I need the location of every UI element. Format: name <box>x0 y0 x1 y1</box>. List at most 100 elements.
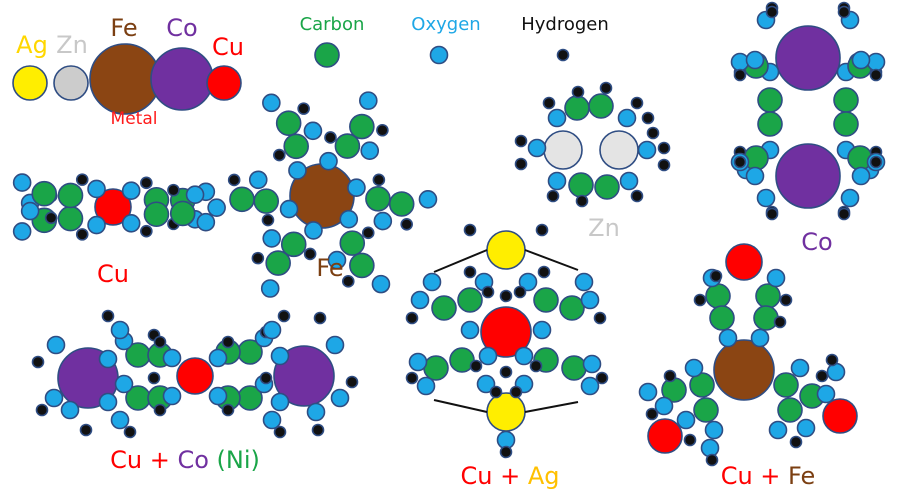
hydrogen-atom <box>463 265 477 279</box>
oxygen-atom <box>207 198 226 217</box>
carbon-atom <box>833 111 859 137</box>
carbon-atom <box>709 305 735 331</box>
hydrogen-atom <box>709 269 723 283</box>
hydrogen-atom <box>75 173 89 186</box>
legend-carbon-label: Carbon <box>300 14 365 35</box>
hydrogen-atom <box>167 183 180 197</box>
oxygen-atom <box>12 222 32 241</box>
hydrogen-atom <box>630 96 644 110</box>
carbon-atom <box>689 372 715 398</box>
oxygen-atom <box>360 141 380 161</box>
hydrogen-atom <box>556 48 570 62</box>
carbon-atom <box>753 305 779 331</box>
hydrogen-atom <box>765 5 779 19</box>
oxygen-atom <box>339 209 359 229</box>
carbon-atom <box>833 87 859 113</box>
hydrogen-atom <box>261 213 275 227</box>
carbon-atom <box>431 295 457 321</box>
oxygen-atom <box>580 376 600 396</box>
oxygen-atom <box>347 178 366 198</box>
carbon-atom <box>365 185 391 212</box>
oxygen-atom <box>796 418 816 438</box>
hydrogen-atom <box>509 385 523 399</box>
carbon-atom <box>143 201 170 228</box>
oxygen-atom <box>185 185 205 205</box>
carbon-atom <box>388 191 415 217</box>
hydrogen-atom <box>361 226 375 240</box>
legend-cu-label: Cu <box>212 33 244 61</box>
hydrogen-atom <box>705 453 719 467</box>
hydrogen-atom <box>499 365 513 379</box>
carbon-atom <box>561 355 587 381</box>
legend-co-label: Co <box>166 14 197 42</box>
carbon-atom <box>705 283 731 309</box>
co-atom <box>775 25 841 91</box>
fe-atom <box>713 339 775 401</box>
cu-fe-label-fe: Fe <box>788 462 815 490</box>
oxygen-atom <box>262 229 282 248</box>
oxygen-atom <box>44 388 64 408</box>
fe-atom <box>89 43 161 115</box>
oxygen-atom <box>303 121 323 141</box>
cu-ag-label-plus: + <box>492 462 527 490</box>
hydrogen-atom <box>593 311 607 325</box>
oxygen-atom <box>766 268 786 288</box>
hydrogen-atom <box>657 141 671 155</box>
hydrogen-atom <box>641 111 655 125</box>
cu-co-ni-label-ni: (Ni) <box>209 446 260 474</box>
hydrogen-atom <box>153 335 167 349</box>
zn-atom <box>543 130 583 170</box>
co-atom <box>775 143 841 209</box>
oxygen-atom <box>327 250 347 270</box>
bond-line <box>433 249 488 273</box>
oxygen-atom <box>162 386 182 406</box>
hydrogen-atom <box>575 194 589 208</box>
cu-atom <box>94 188 132 226</box>
hydrogen-atom <box>297 102 310 115</box>
oxygen-atom <box>110 320 130 340</box>
legend-fe-label: Fe <box>110 14 137 42</box>
hydrogen-atom <box>837 207 851 221</box>
hydrogen-atom <box>869 68 883 82</box>
oxygen-atom <box>460 320 480 340</box>
oxygen-atom <box>429 45 449 65</box>
hydrogen-atom <box>35 403 49 417</box>
oxygen-atom <box>319 151 338 171</box>
hydrogen-atom <box>313 311 327 325</box>
oxygen-atom <box>162 348 182 368</box>
oxygen-atom <box>196 212 216 232</box>
hydrogen-atom <box>815 369 829 383</box>
carbon-atom <box>349 252 375 279</box>
carbon-atom <box>773 372 799 398</box>
oxygen-atom <box>790 358 810 378</box>
hydrogen-atom <box>825 353 839 367</box>
co-atom <box>273 345 335 407</box>
oxygen-atom <box>518 272 538 292</box>
cu-atom <box>206 65 242 101</box>
hydrogen-atom <box>345 375 359 389</box>
hydrogen-atom <box>341 275 355 288</box>
carbon-atom <box>265 250 291 276</box>
carbon-atom <box>280 231 307 258</box>
oxygen-atom <box>270 346 290 366</box>
hydrogen-atom <box>405 371 419 385</box>
zn-atom <box>53 65 89 101</box>
cu-fe-label-cu: Cu <box>721 462 753 490</box>
co-atom <box>150 47 214 111</box>
oxygen-atom <box>756 188 776 208</box>
oxygen-atom <box>410 290 430 310</box>
hydrogen-atom <box>221 335 235 349</box>
hydrogen-atom <box>779 293 793 307</box>
oxygen-atom <box>514 346 534 366</box>
hydrogen-atom <box>489 385 503 399</box>
carbon-atom <box>423 355 449 381</box>
hydrogen-atom <box>372 173 386 187</box>
oxygen-atom <box>262 410 282 430</box>
atoms-layer <box>12 1 886 467</box>
carbon-atom <box>588 93 614 119</box>
oxygen-atom <box>270 392 290 412</box>
hydrogen-atom <box>101 309 115 323</box>
hydrogen-atom <box>277 309 291 323</box>
carbon-atom <box>693 397 719 423</box>
hydrogen-atom <box>837 5 851 19</box>
